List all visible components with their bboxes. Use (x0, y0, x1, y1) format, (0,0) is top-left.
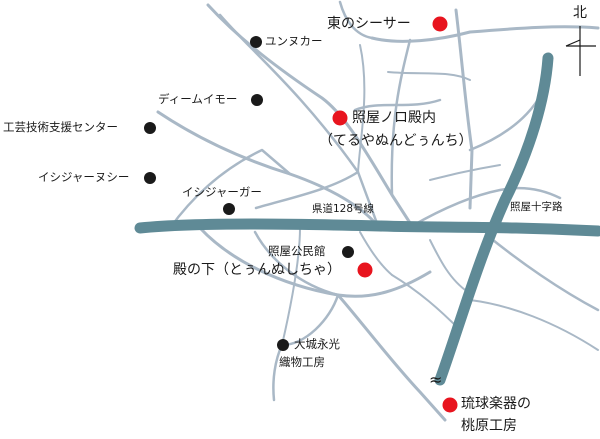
road-minor (391, 274, 461, 331)
road-minor (469, 299, 599, 351)
road-minor (336, 293, 447, 422)
road-minor (357, 44, 366, 173)
marker-toubaru-kobo (442, 397, 458, 413)
road-minor (218, 13, 380, 228)
marker-higashi-shisa (432, 16, 448, 32)
road-minor (410, 186, 562, 228)
marker-ishija-nushi (144, 172, 156, 184)
road-minor (168, 148, 292, 230)
road-minor (429, 239, 469, 293)
place-label-noro-dunchi: 照屋ノロ殿内 (352, 110, 436, 126)
marker-oshiro-kobo (277, 339, 289, 351)
place-label-noro-dunchi-reading: （てるやぬんどぅんち） (319, 133, 473, 149)
road-label-crossroad: 照屋十字路 (510, 201, 563, 213)
road-minor (359, 231, 393, 276)
road-minor (253, 230, 340, 297)
place-label-toubaru-line1: 琉球楽器の (461, 396, 531, 412)
place-label-ishija-ga: イシジャーガー (182, 185, 262, 199)
marker-tunnushicha (357, 262, 373, 278)
place-label-higashi-shisa: 東のシーサー (327, 16, 411, 32)
marker-yunnuka (250, 36, 262, 48)
main-road-north-south (434, 52, 554, 386)
road-minor (486, 234, 600, 312)
road-minor (454, 8, 474, 210)
marker-ishija-ga (223, 203, 235, 215)
place-label-yunnuka: ユンヌカー (265, 34, 323, 48)
road-minor (387, 71, 471, 81)
marker-kominkan (342, 246, 354, 258)
road-minor (254, 170, 360, 210)
place-label-diimuimo: ディームイモー (158, 92, 238, 106)
road-minor (353, 98, 442, 112)
road-label-prefectural: 県道128号線 (312, 203, 375, 215)
place-label-oshiro-line1: 大城永光 (294, 337, 340, 351)
compass-north-arrow (565, 26, 596, 76)
place-label-oshiro-line2: 織物工房 (279, 355, 325, 369)
road-minor (429, 164, 501, 181)
marker-kogei-center (144, 122, 156, 134)
road-minor (370, 25, 600, 43)
place-label-ishija-nushi: イシジャーヌシー (38, 170, 130, 184)
place-label-kominkan: 照屋公民館 (268, 244, 326, 258)
main-road-prefectural-128 (134, 218, 600, 237)
place-label-kogei-center: 工芸技術支援センター (3, 120, 118, 134)
road-break-symbol: ≈ (429, 370, 443, 389)
marker-diimuimo (251, 94, 263, 106)
place-label-toubaru-line2: 桃原工房 (461, 418, 517, 434)
place-label-tunnushicha: 殿の下（とぅんぬしちゃ） (173, 262, 341, 278)
marker-noro-dunchi (332, 110, 348, 126)
compass-north-label: 北 (573, 5, 587, 21)
road-minor (338, 0, 374, 40)
road-minor (281, 227, 301, 346)
